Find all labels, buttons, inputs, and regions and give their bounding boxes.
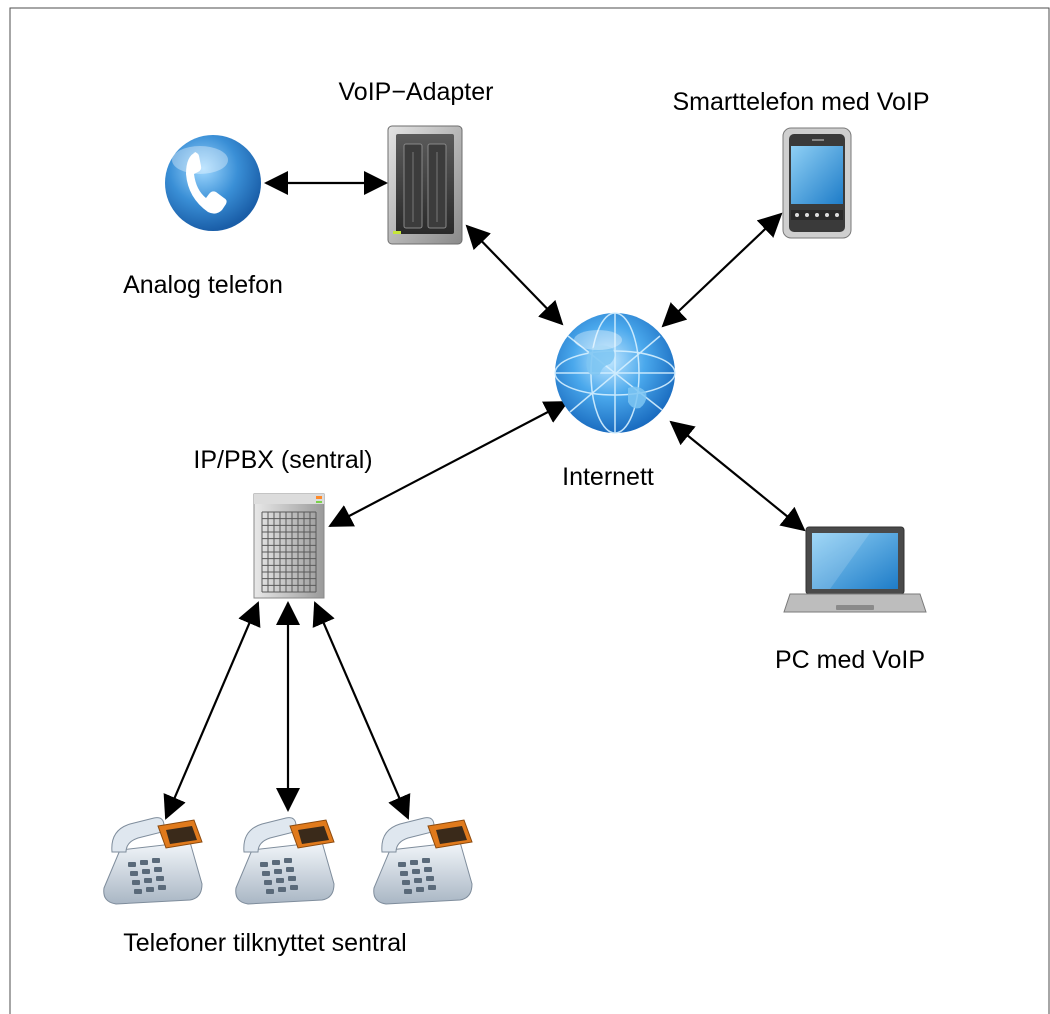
connections (163, 171, 806, 820)
globe-icon (554, 312, 676, 434)
label-pc: PC med VoIP (775, 646, 925, 674)
server-tower-icon (253, 493, 325, 599)
desk-phone-icon (373, 817, 473, 905)
label-internet: Internett (562, 463, 654, 491)
laptop-icon (783, 526, 927, 613)
label-smartphone: Smarttelefon med VoIP (672, 88, 929, 116)
label-analog-phone: Analog telefon (123, 271, 283, 299)
server-vent-grid (261, 511, 317, 593)
phone-handset-icon (165, 135, 261, 231)
network-adapter-icon (387, 125, 463, 245)
label-voip-adapter: VoIP−Adapter (339, 78, 494, 106)
desk-phone-icon (103, 817, 203, 905)
connector-pbx-deskphone-1 (163, 601, 261, 820)
smartphone-icon (782, 127, 852, 239)
label-ip-pbx: IP/PBX (sentral) (193, 446, 372, 474)
connector-internet-pc (669, 420, 806, 532)
desk-phone-icon (235, 817, 335, 905)
connector-pbx-internet (328, 401, 569, 527)
connector-adapter-internet (465, 224, 564, 326)
connector-smartphone-internet (661, 212, 783, 328)
connector-pbx-deskphone-3 (312, 601, 411, 820)
label-desk-phones: Telefoner tilknyttet sentral (123, 929, 406, 957)
